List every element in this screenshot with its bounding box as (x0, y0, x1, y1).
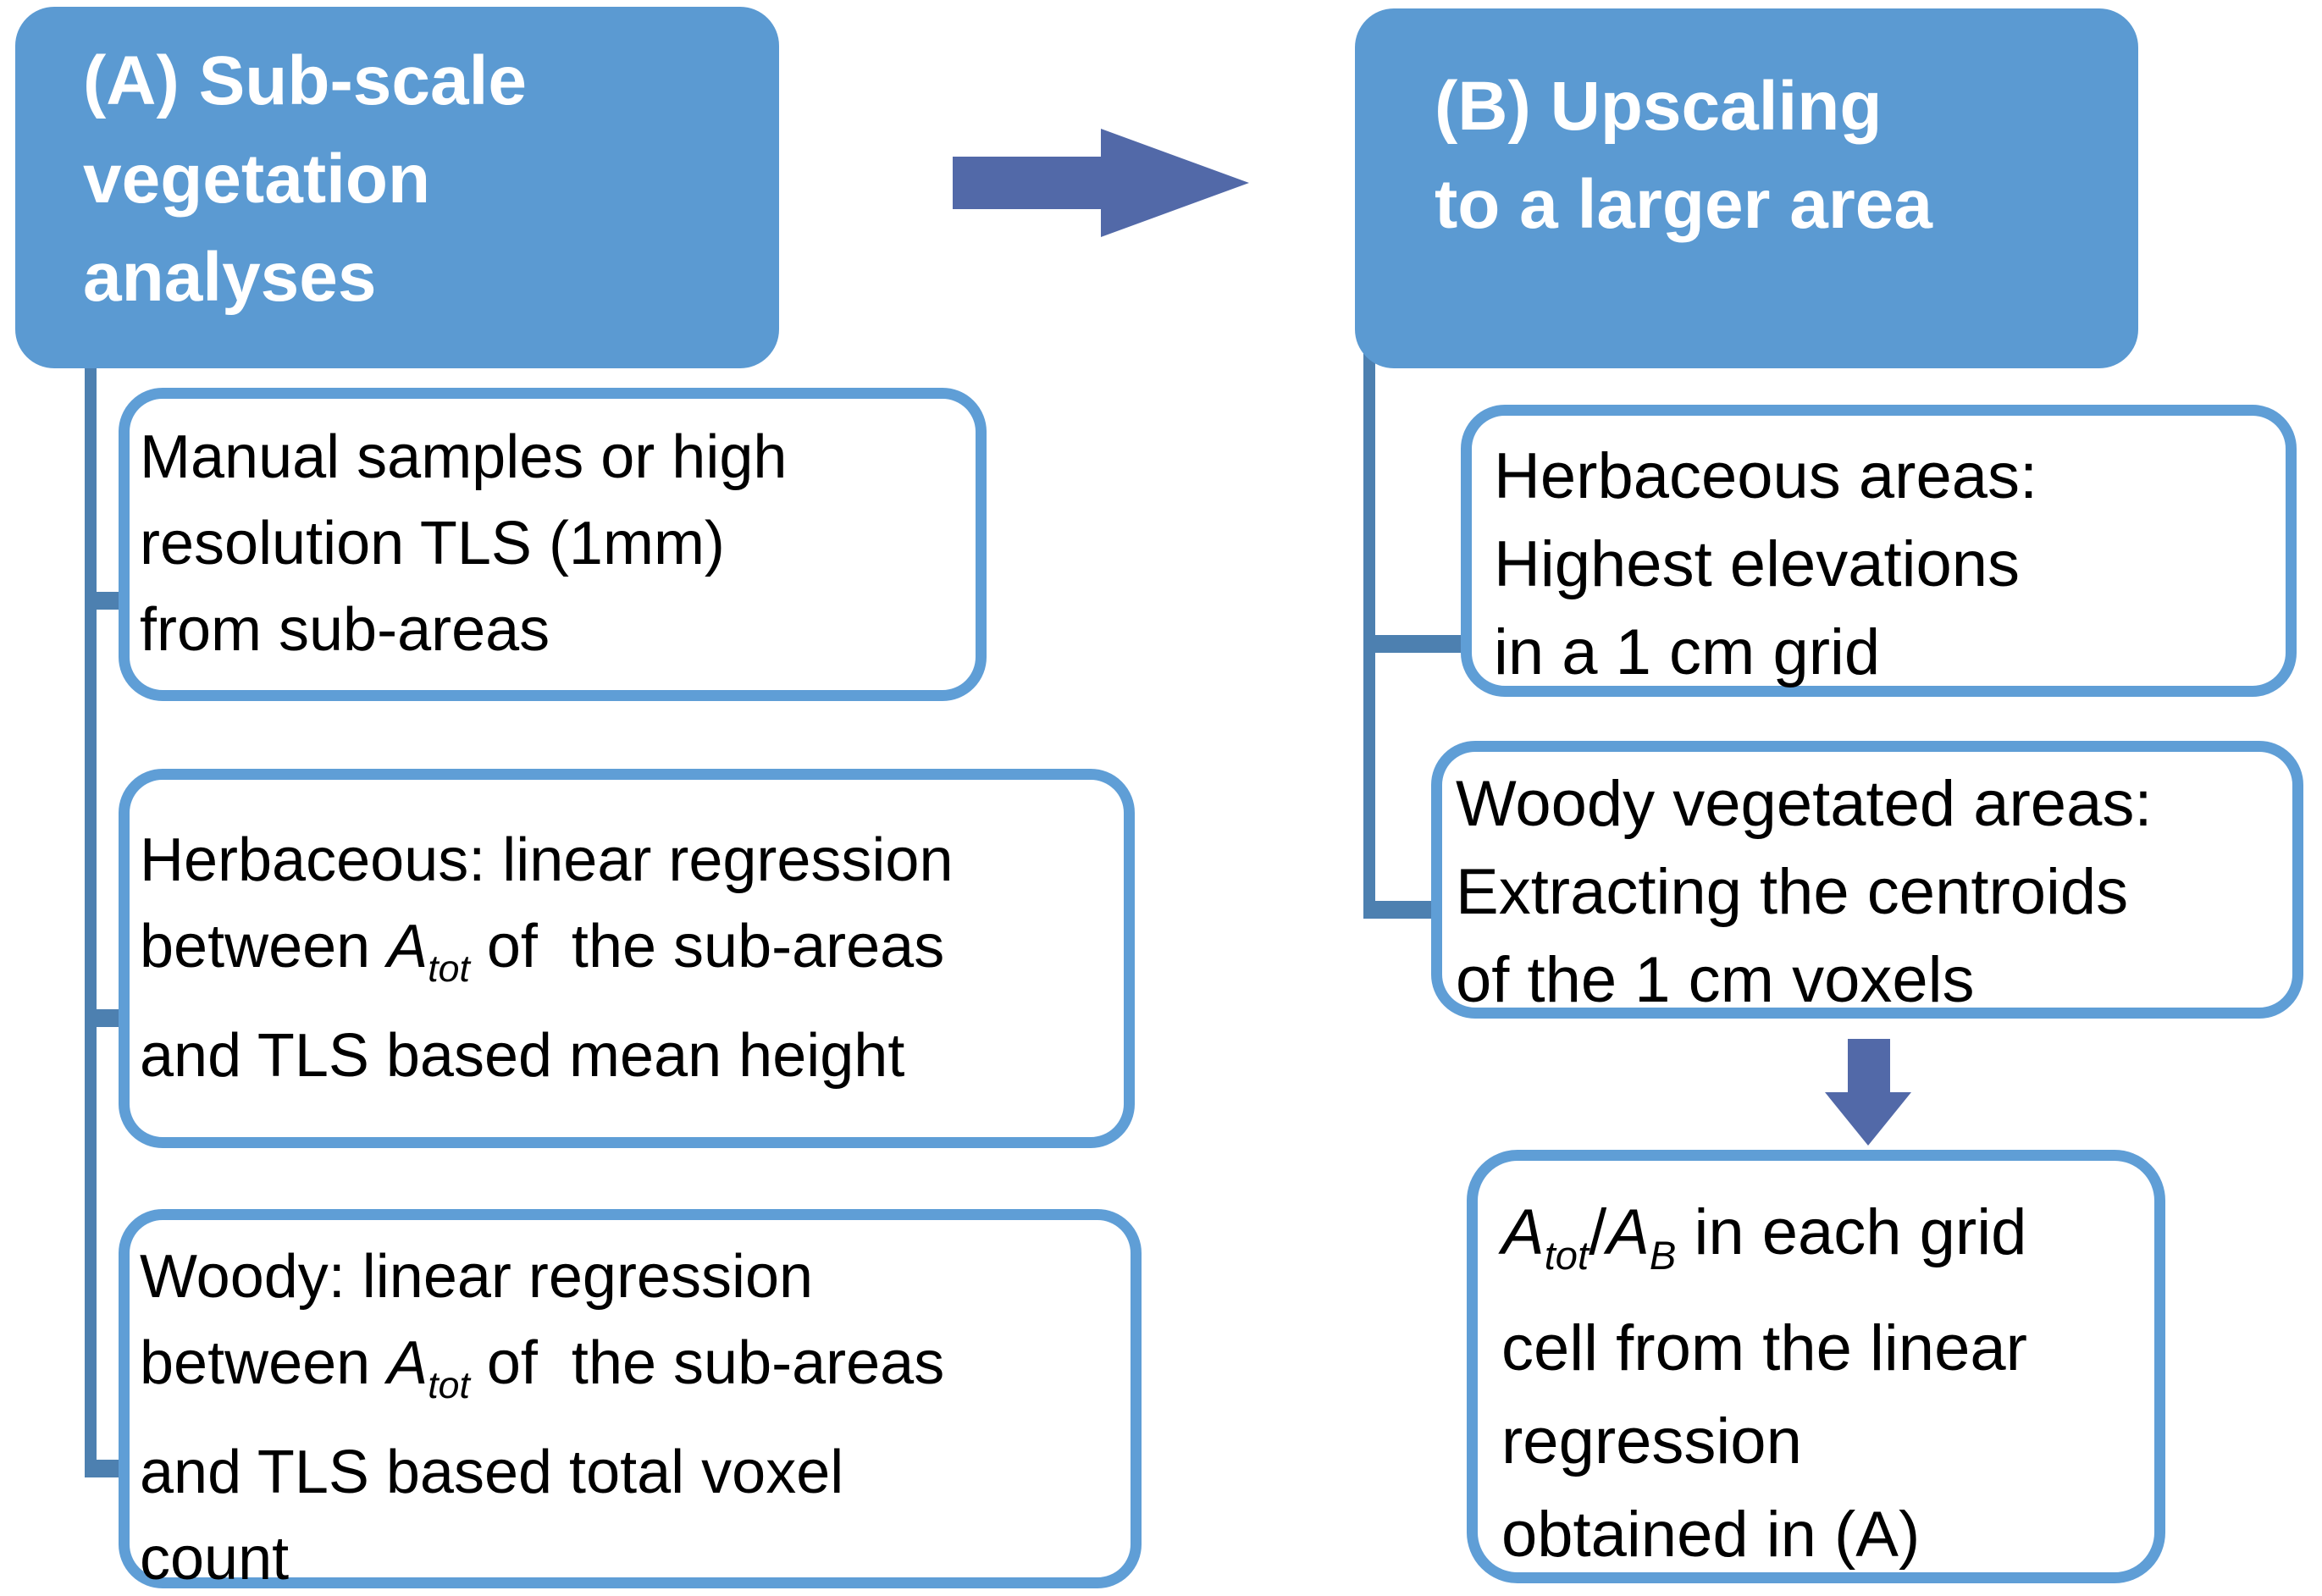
header-b-title: (B) Upscaling to a larger area (1435, 68, 1932, 243)
box-woody-areas-text: Woody vegetated areas:Extracting the cen… (1456, 768, 2153, 1016)
box-woody-areas: Woody vegetated areas:Extracting the cen… (1431, 741, 2303, 1019)
header-a-title: (A) Sub-scale vegetation analyses (83, 42, 527, 316)
header-box-a: (A) Sub-scale vegetation analyses (15, 7, 779, 368)
header-box-b: (B) Upscaling to a larger area (1355, 8, 2138, 368)
right-arrow-icon (953, 129, 1249, 237)
down-arrow-icon (1825, 1039, 1911, 1146)
left-trunk-line (85, 351, 97, 1477)
right-stub-1-line (1363, 635, 1475, 653)
